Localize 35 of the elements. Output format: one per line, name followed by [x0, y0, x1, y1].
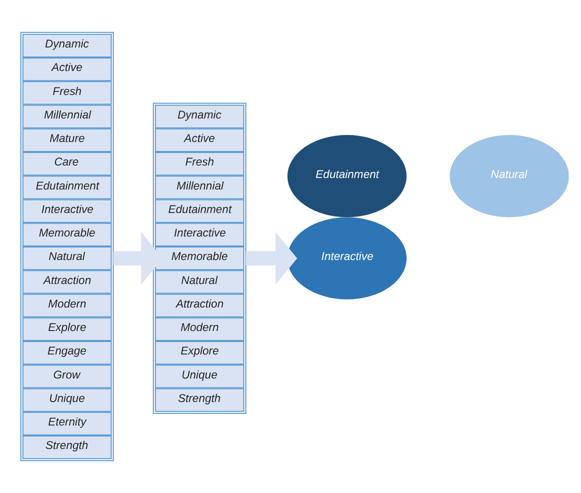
node-box: Attraction: [154, 294, 244, 318]
node-box: Millennial: [154, 176, 244, 200]
node-box: Millennial: [22, 104, 112, 128]
node-box: Dynamic: [22, 34, 112, 58]
node-box: Grow: [22, 364, 112, 388]
arrow: [246, 232, 298, 285]
node-box: Edutainment: [22, 176, 112, 200]
node-box: Strength: [154, 388, 244, 412]
node-box: Attraction: [22, 270, 112, 294]
node-box: Fresh: [22, 81, 112, 105]
node-box: Modern: [22, 294, 112, 318]
node-box: Unique: [154, 364, 244, 388]
node-box: Interactive: [22, 199, 112, 223]
node-ellipse: Edutainment: [287, 135, 407, 218]
node-box: Explore: [154, 341, 244, 365]
node-box: Unique: [22, 388, 112, 412]
node-box: Fresh: [154, 152, 244, 176]
node-box: Natural: [22, 246, 112, 270]
node-box: Dynamic: [154, 104, 244, 128]
node-box: Engage: [22, 341, 112, 365]
node-box: Edutainment: [154, 199, 244, 223]
node-box: Interactive: [154, 222, 244, 246]
node-box: Explore: [22, 317, 112, 341]
node-box: Active: [154, 128, 244, 152]
node-box: Mature: [22, 128, 112, 152]
node-box: Care: [22, 152, 112, 176]
node-box: Strength: [22, 436, 112, 460]
node-box: Memorable: [154, 246, 244, 270]
node-box: Natural: [154, 270, 244, 294]
node-box: Memorable: [22, 222, 112, 246]
node-ellipse: Natural: [450, 135, 569, 218]
node-box: Active: [22, 58, 112, 82]
node-box: Eternity: [22, 412, 112, 436]
node-ellipse: Interactive: [287, 217, 407, 300]
node-box: Modern: [154, 317, 244, 341]
